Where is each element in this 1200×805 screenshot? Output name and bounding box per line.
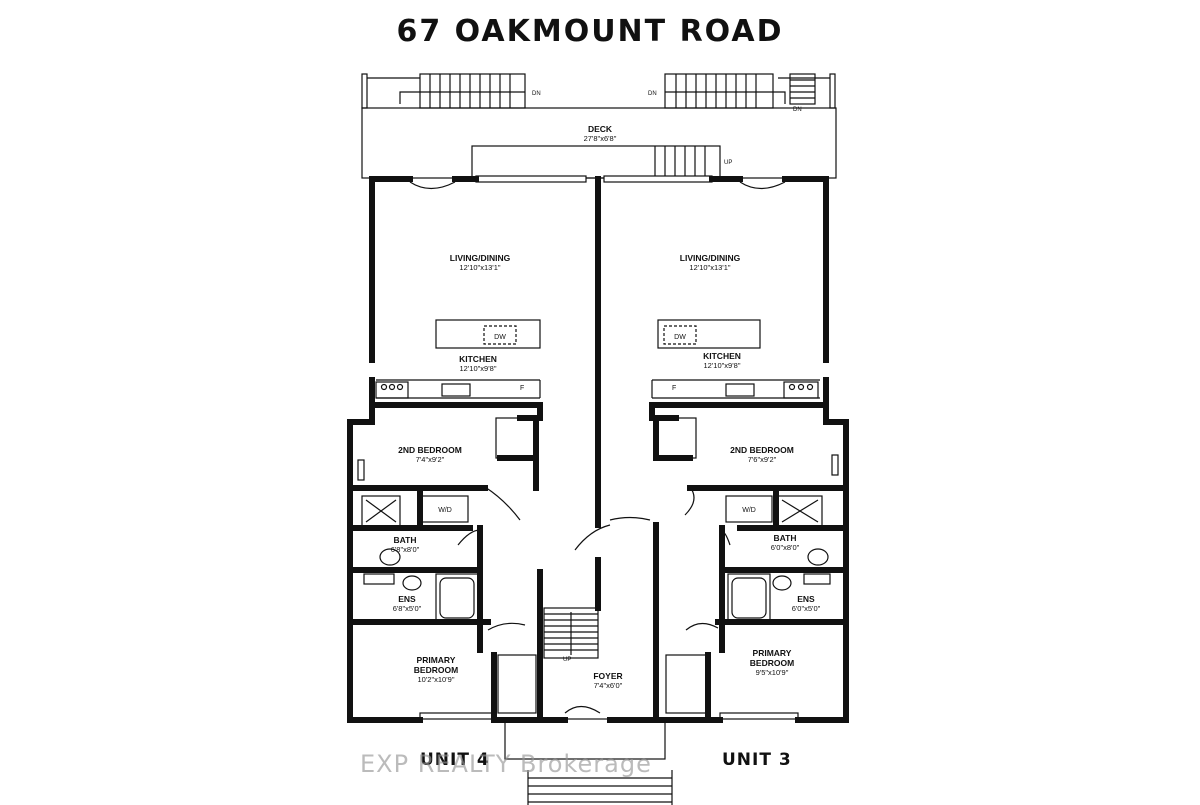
room-name: BEDROOM: [413, 665, 459, 675]
unit4-primary-label: PRIMARY BEDROOM 10'2"x10'9": [386, 655, 486, 684]
washer-dryer-unit3: [725, 495, 773, 523]
room-dims: 6'0"x5'0": [791, 604, 821, 613]
room-dims: 9'5"x10'9": [755, 668, 789, 677]
room-name: PRIMARY: [416, 655, 456, 665]
exterior-wall-unit4: [369, 176, 413, 363]
room-name: BEDROOM: [749, 658, 795, 668]
room-dims: 12'10"x13'1": [459, 263, 501, 272]
room-name: PRIMARY: [752, 648, 792, 658]
deck-step-right: [829, 73, 836, 109]
unit4-bedroom2-label: 2ND BEDROOM 7'4"x9'2": [370, 445, 490, 464]
room-name: BATH: [773, 533, 797, 543]
stove-unit3: [783, 381, 819, 399]
room-name: LIVING/DINING: [679, 253, 741, 263]
deck-stairs-right: [664, 73, 816, 109]
dn-mark-right: DN: [793, 107, 802, 113]
deck-label: DECK 27'8"x6'8": [550, 124, 650, 143]
unit3-kitchen-label: KITCHEN 12'10"x9'8": [662, 351, 782, 370]
unit4-label: UNIT 4: [420, 750, 490, 770]
foyer-stairs: [543, 607, 599, 659]
unit3-label: UNIT 3: [722, 750, 792, 770]
room-name: LIVING/DINING: [449, 253, 511, 263]
room-name: KITCHEN: [459, 354, 497, 364]
room-name: KITCHEN: [703, 351, 741, 361]
unit3-bath-label: BATH 6'0"x8'0": [750, 533, 820, 552]
kitchen-island-unit3: [657, 319, 761, 349]
foyer-label: FOYER 7'4"x6'0": [568, 671, 648, 690]
room-name: BATH: [393, 535, 417, 545]
room-dims: 12'10"x9'8": [703, 361, 741, 370]
wd-label-unit4: W/D: [438, 507, 452, 514]
room-dims: 6'8"x8'0": [390, 545, 420, 554]
front-walkway: [504, 718, 666, 760]
watermark: EXP REALTY Brokerage: [360, 750, 652, 778]
deck-dims: 27'8"x6'8": [583, 134, 617, 143]
up-mark-deck: UP: [724, 160, 732, 166]
room-name: ENS: [797, 594, 815, 604]
unit4-kitchen-label: KITCHEN 12'10"x9'8": [418, 354, 538, 373]
up-mark-foyer: UP: [563, 657, 571, 663]
room-dims: 7'4"x9'2": [415, 455, 445, 464]
dw-label-unit4: DW: [494, 334, 506, 341]
deck-step-left: [361, 73, 368, 109]
room-name: 2ND BEDROOM: [730, 445, 794, 455]
tub-unit3: [727, 573, 771, 623]
kitchen-island-unit4: [435, 319, 541, 349]
unit4-bath-label: BATH 6'8"x8'0": [370, 535, 440, 554]
deck-stairs-left: [399, 73, 526, 109]
unit3-living-label: LIVING/DINING 12'10"x13'1": [650, 253, 770, 272]
front-steps: [527, 770, 673, 805]
sink-unit3: [725, 383, 755, 397]
dn-mark-mid: DN: [648, 91, 657, 97]
unit3-bedroom2-label: 2ND BEDROOM 7'6"x9'2": [702, 445, 822, 464]
deck-outline: [361, 107, 837, 179]
deck-inner-stairs: [471, 145, 721, 179]
room-name: ENS: [398, 594, 416, 604]
sink-unit4: [441, 383, 471, 397]
room-dims: 12'10"x13'1": [689, 263, 731, 272]
wd-label-unit3: W/D: [742, 507, 756, 514]
unit3-primary-label: PRIMARY BEDROOM 9'5"x10'9": [722, 648, 822, 677]
room-dims: 7'4"x6'0": [593, 681, 623, 690]
dw-label-unit3: DW: [674, 334, 686, 341]
room-dims: 12'10"x9'8": [459, 364, 497, 373]
stove-unit4: [375, 381, 409, 399]
dn-mark-left: DN: [532, 91, 541, 97]
room-name: 2ND BEDROOM: [398, 445, 462, 455]
tub-unit4: [435, 573, 479, 623]
room-dims: 10'2"x10'9": [417, 675, 455, 684]
room-dims: 7'6"x9'2": [747, 455, 777, 464]
fridge-label-unit4: F: [520, 385, 524, 392]
unit4-living-label: LIVING/DINING 12'10"x13'1": [420, 253, 540, 272]
exterior-wall-unit3: [782, 176, 829, 363]
page-title: 67 OAKMOUNT ROAD: [396, 14, 784, 49]
room-dims: 6'8"x5'0": [392, 604, 422, 613]
unit3-ens-label: ENS 6'0"x5'0": [776, 594, 836, 613]
fridge-label-unit3: F: [672, 385, 676, 392]
room-name: FOYER: [593, 671, 623, 681]
deck-name: DECK: [587, 124, 613, 134]
room-dims: 6'0"x8'0": [770, 543, 800, 552]
unit4-ens-label: ENS 6'8"x5'0": [377, 594, 437, 613]
